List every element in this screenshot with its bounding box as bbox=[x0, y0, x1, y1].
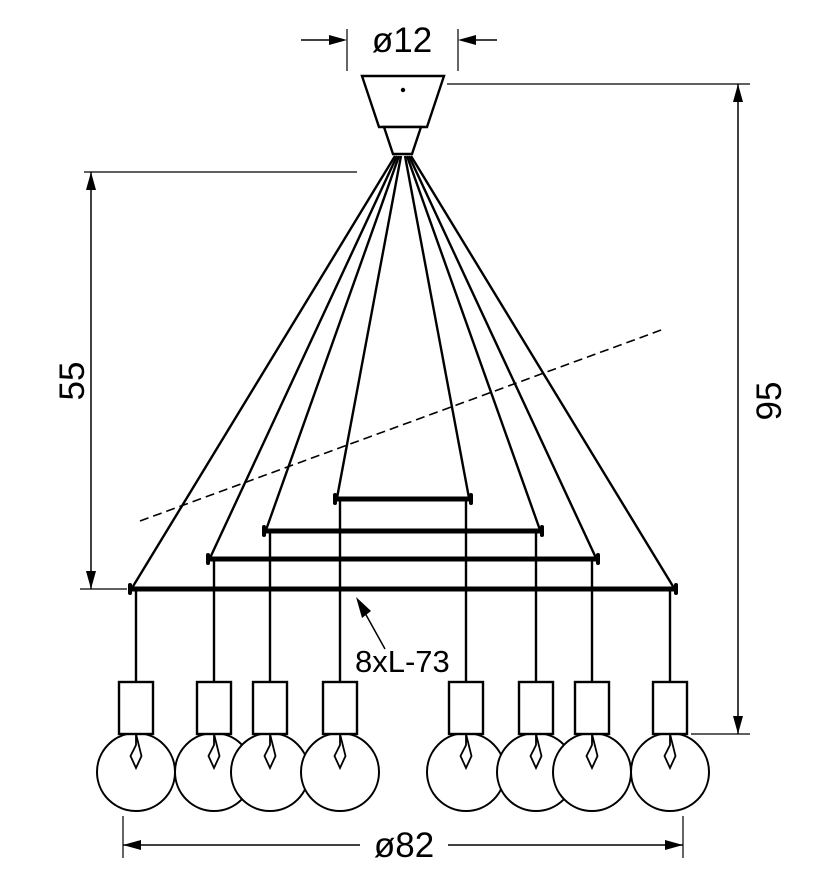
bulb-filament bbox=[459, 733, 473, 771]
arrowhead-right-icon bbox=[665, 840, 683, 850]
bar-end-cap bbox=[596, 553, 600, 565]
dimension-left-height: 55 bbox=[53, 171, 357, 590]
cable-line bbox=[264, 155, 401, 531]
cable-spec-callout: 8xL-73 bbox=[355, 597, 450, 679]
bulb-filament bbox=[129, 733, 143, 771]
arrowhead-down-icon bbox=[86, 571, 96, 589]
callout-leader-line bbox=[364, 612, 386, 650]
bulbs bbox=[96, 680, 710, 812]
tilt-reference bbox=[139, 328, 665, 522]
cable-line bbox=[407, 155, 598, 559]
bar-end-cap bbox=[469, 493, 473, 505]
bulb-filament bbox=[529, 733, 543, 771]
dimension-bottom-diameter: ø82 bbox=[122, 816, 684, 865]
arrowhead-up-icon bbox=[733, 84, 743, 102]
bar-end-cap bbox=[262, 525, 266, 537]
callout-label-cable-spec: 8xL-73 bbox=[355, 644, 450, 679]
bulb-filament bbox=[207, 733, 221, 771]
arrowhead-left-icon bbox=[123, 840, 141, 850]
bulb-socket bbox=[321, 680, 359, 736]
dimension-top-diameter: ø12 bbox=[301, 21, 497, 71]
bulb-socket bbox=[117, 680, 155, 736]
cable-line bbox=[130, 155, 397, 589]
cable-line bbox=[208, 155, 399, 559]
bulb-socket bbox=[651, 680, 689, 736]
canopy-screw-dot bbox=[400, 87, 406, 93]
bar-end-cap bbox=[206, 553, 210, 565]
arrowhead-down-icon bbox=[733, 716, 743, 734]
bulb-socket bbox=[447, 680, 485, 736]
dimension-label-overall-diameter: ø82 bbox=[374, 826, 434, 865]
ceiling-canopy bbox=[360, 74, 446, 156]
bulb-socket bbox=[195, 680, 233, 736]
arrowhead-up-icon bbox=[86, 172, 96, 190]
arrowhead-left-icon bbox=[458, 35, 476, 45]
bar-end-cap bbox=[540, 525, 544, 537]
bulb-filament bbox=[663, 733, 677, 771]
dimension-label-top-diameter: ø12 bbox=[372, 21, 432, 60]
cable-line bbox=[409, 155, 676, 589]
bulb-socket bbox=[517, 680, 555, 736]
bulb-filament bbox=[263, 733, 277, 771]
dimension-right-height: 95 bbox=[447, 83, 789, 735]
bulb-socket bbox=[573, 680, 611, 736]
dashed-tilt-line bbox=[139, 328, 665, 522]
canopy-body bbox=[360, 74, 446, 129]
cable-line bbox=[403, 155, 471, 499]
callout-arrowhead-icon bbox=[356, 597, 371, 618]
cable-line bbox=[335, 155, 403, 499]
dimension-label-total-height: 95 bbox=[750, 382, 789, 421]
bar-end-cap bbox=[674, 583, 678, 595]
cable-line bbox=[405, 155, 542, 531]
bulb-filament bbox=[333, 733, 347, 771]
suspension-cables bbox=[130, 155, 676, 589]
bulb-socket bbox=[251, 680, 289, 736]
bar-end-cap bbox=[128, 583, 132, 595]
dimension-label-hang-height: 55 bbox=[53, 362, 92, 401]
bulb-filament bbox=[585, 733, 599, 771]
arrowhead-right-icon bbox=[329, 35, 347, 45]
bar-end-cap bbox=[333, 493, 337, 505]
frame-bars bbox=[128, 493, 678, 595]
canopy-neck bbox=[382, 125, 423, 156]
